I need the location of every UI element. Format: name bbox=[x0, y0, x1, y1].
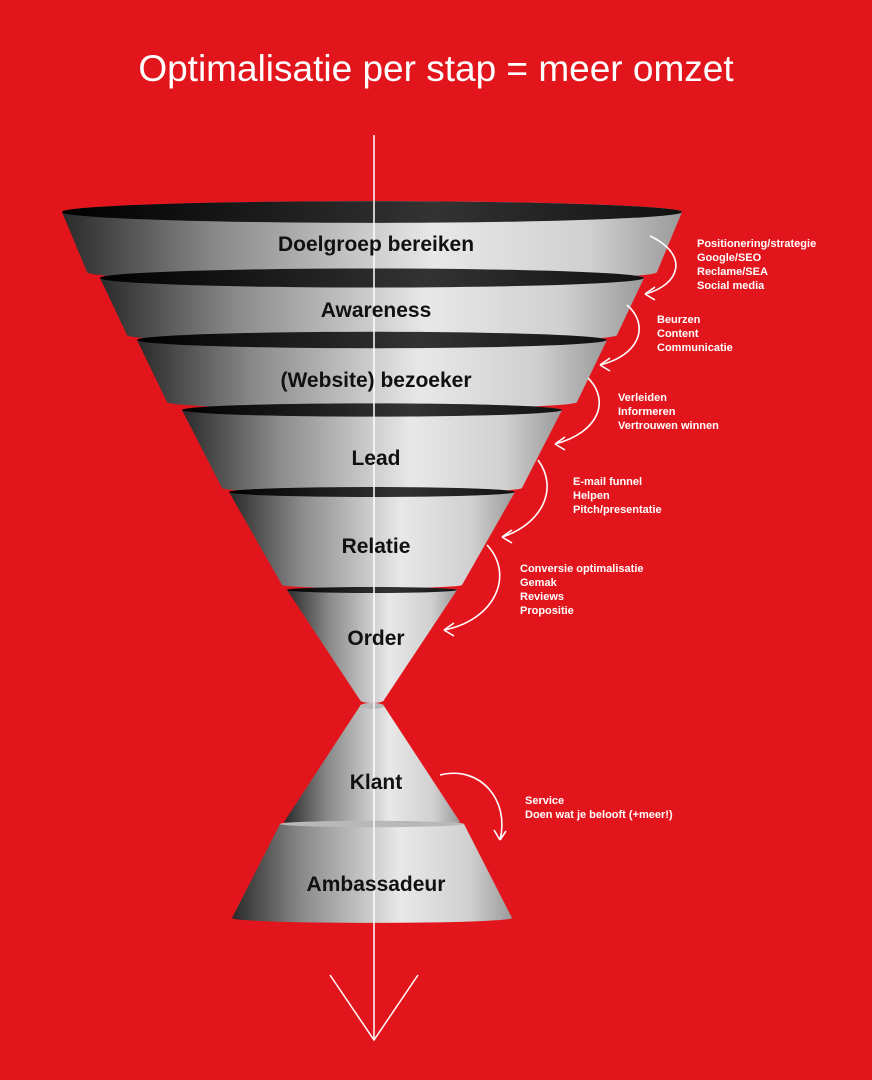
stage-rim bbox=[62, 201, 682, 223]
stage-label: (Website) bezoeker bbox=[281, 369, 472, 392]
funnel-stage-2 bbox=[100, 268, 644, 344]
stage-label: Lead bbox=[351, 447, 400, 470]
curved-arrow bbox=[644, 235, 677, 301]
curved-arrow bbox=[501, 459, 548, 544]
funnel-stage-5 bbox=[229, 486, 515, 589]
stage-label: Ambassadeur bbox=[307, 873, 446, 896]
flow-arrowhead bbox=[329, 974, 419, 1042]
stage-label: Order bbox=[347, 627, 404, 650]
funnel-stage-4 bbox=[182, 403, 562, 494]
stage-rim bbox=[100, 268, 644, 288]
stage-rim bbox=[137, 331, 607, 349]
funnel-stage-6 bbox=[287, 587, 457, 703]
stage-label: Doelgroep bereiken bbox=[278, 233, 474, 256]
page-title: Optimalisatie per stap = meer omzet bbox=[138, 48, 734, 89]
stage-label: Klant bbox=[350, 771, 403, 794]
stage-rim bbox=[360, 703, 384, 709]
stage-label: Awareness bbox=[321, 299, 432, 322]
curved-arrow bbox=[439, 772, 507, 841]
curved-arrow bbox=[554, 377, 600, 451]
funnel-stage-3 bbox=[137, 331, 607, 410]
funnel-stage-7 bbox=[284, 703, 460, 826]
stage-rim bbox=[280, 820, 464, 828]
curved-arrow bbox=[443, 544, 501, 637]
curved-arrow bbox=[599, 304, 640, 372]
stage-rim bbox=[182, 403, 562, 417]
stage-rim bbox=[287, 587, 457, 593]
stage-label: Relatie bbox=[342, 535, 411, 558]
funnel-stage-8 bbox=[232, 820, 512, 923]
stage-rim bbox=[229, 486, 515, 498]
funnel-stage-1 bbox=[62, 201, 682, 282]
